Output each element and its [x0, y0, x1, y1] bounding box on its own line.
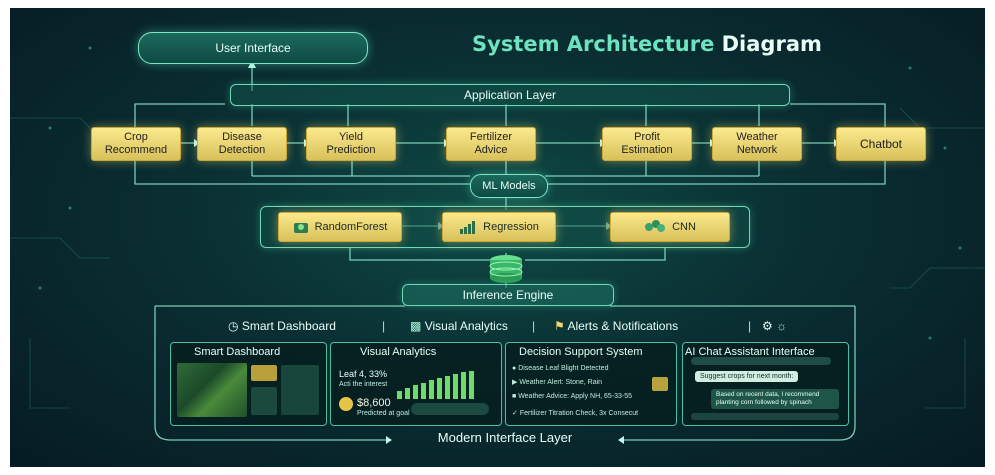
chat-input-field[interactable] [691, 413, 839, 420]
inference-engine-band: Inference Engine [402, 284, 614, 306]
ml-models-node: ML Models [470, 174, 548, 198]
analytics-stat-sub: Acti the interest [339, 381, 388, 388]
chat-header-bar [691, 357, 831, 365]
decision-row: ▶ Weather Alert: Stone, Rain [512, 379, 603, 386]
panel-smart-dashboard [170, 342, 327, 426]
chat-user-message: Suggest crops for next month: [695, 371, 799, 382]
decision-alert-badge [652, 377, 668, 391]
nav-extra-icons: ⚙ ☼ [762, 319, 787, 333]
decision-row: ■ Weather Advice: Apply NH, 65-33-55 [512, 393, 633, 400]
diagram-title: System Architecture Diagram [472, 32, 822, 56]
nav-alerts: ⚑ Alerts & Notifications [554, 319, 679, 333]
coin-icon [339, 397, 353, 411]
nav-separator-1: | [382, 319, 386, 333]
robot-icon: ⚙ [762, 319, 773, 333]
panel-title-ai-chat: AI Chat Assistant Interface [685, 346, 815, 358]
tree-icon [293, 223, 308, 233]
panel-title-smart-dashboard: Smart Dashboard [194, 346, 281, 358]
model-cnn: CNN [610, 212, 730, 242]
panel-visual-analytics: Leaf 4, 33% Acti the interest $8,600 Pre… [330, 342, 502, 426]
panel-title-visual-analytics: Visual Analytics [360, 346, 437, 358]
nav-visual-analytics: ▩ Visual Analytics [410, 319, 508, 333]
analytics-money: $8,600 [357, 397, 391, 409]
chat-assistant-message: Based on recent data, I recommend planti… [711, 389, 839, 409]
neural-network-icon [645, 220, 666, 232]
nav-smart-dashboard: ◷ Smart Dashboard [228, 319, 336, 333]
dashboard-side-card [281, 365, 319, 415]
connector-lines [10, 46, 985, 444]
user-interface-node: User Interface [138, 32, 368, 64]
database-icon [489, 255, 523, 283]
analytics-money-sub: Predicted at goal [357, 410, 410, 417]
model-randomforest: RandomForest [278, 212, 402, 242]
module-chatbot: Chatbot [836, 127, 926, 161]
nav-separator-3: | [748, 319, 752, 333]
dashboard-mini-chart [251, 387, 277, 415]
model-regression: Regression [442, 212, 556, 242]
dashboard-gauge-icon: ◷ [228, 319, 239, 333]
decision-row: ✓ Fertilizer Titration Check, 3x Consecu… [512, 410, 639, 417]
analytics-icon: ▩ [410, 319, 422, 333]
application-layer-band: Application Layer [230, 84, 790, 106]
analytics-bar-chart [397, 371, 474, 399]
panel-decision-support: ● Disease Leaf Blight Detected ▶ Weather… [505, 342, 677, 426]
bar-chart-icon [460, 221, 476, 234]
settings-icon: ☼ [776, 319, 788, 333]
analytics-slider [411, 403, 489, 415]
analytics-stat: Leaf 4, 33% [339, 369, 388, 379]
decision-row: ● Disease Leaf Blight Detected [512, 365, 609, 372]
diagram-canvas: System Architecture Diagram User Interfa… [10, 8, 985, 467]
dashboard-tile [251, 365, 277, 381]
field-map-image [177, 363, 247, 417]
nav-separator-2: | [532, 319, 536, 333]
panel-ai-chat: Suggest crops for next month: Based on r… [682, 342, 849, 426]
bell-icon: ⚑ [554, 319, 565, 333]
panel-title-decision-support: Decision Support System [519, 346, 643, 358]
bottom-layer-label: Modern Interface Layer [437, 430, 573, 445]
